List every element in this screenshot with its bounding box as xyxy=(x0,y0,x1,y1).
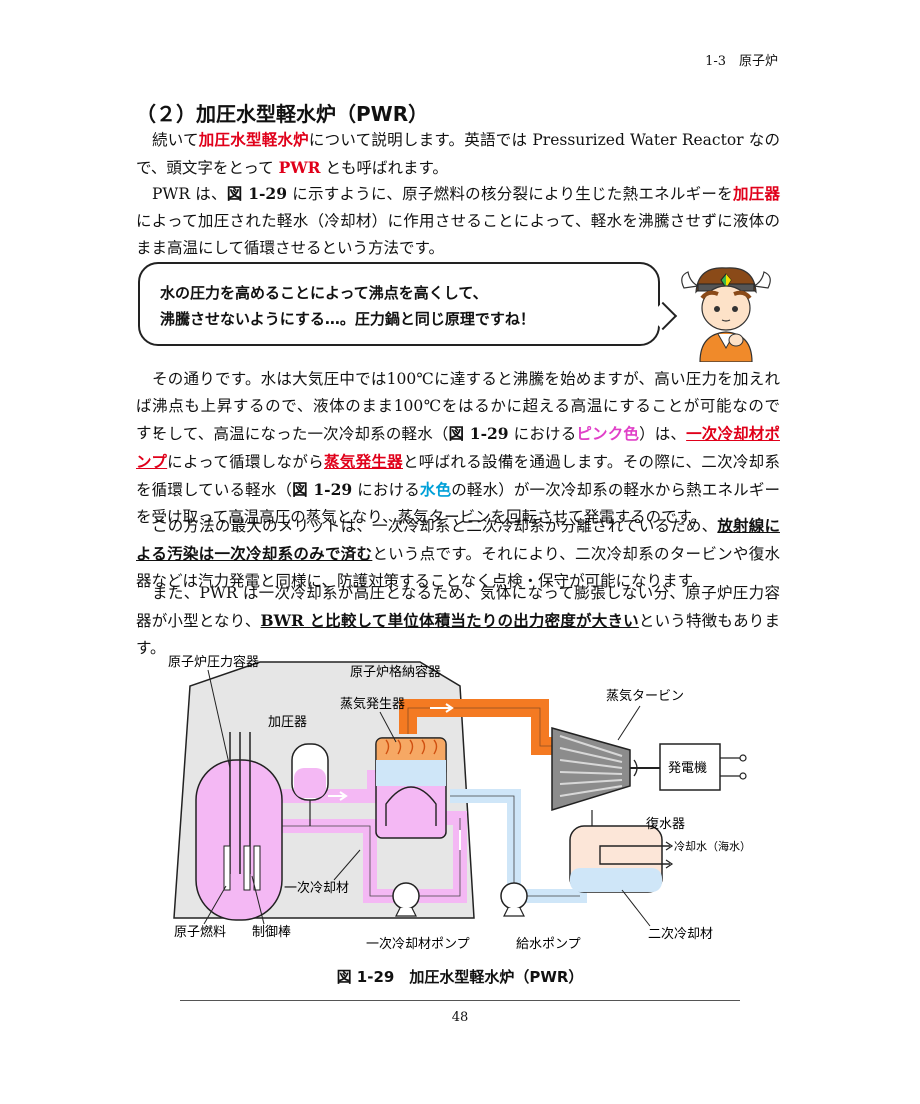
text: という特徴もあります。 xyxy=(136,612,780,657)
paragraph-4: そして、高温になった一次冷却系の軽水（図 1-29 におけるピンク色）は、一次冷… xyxy=(136,420,780,531)
term-steam-generator: 蒸気発生器 xyxy=(323,452,403,471)
text: 続いて xyxy=(152,131,199,149)
text: ）は、 xyxy=(639,425,687,443)
term-pressurizer: 加圧器 xyxy=(732,184,780,203)
paragraph-3: その通りです。水は大気圧中では100℃に達すると沸騰を始めますが、高い圧力を加え… xyxy=(136,370,780,442)
text: と呼ばれる設備を通過します。その際に、二次冷却系を循環している軽水（ xyxy=(136,453,780,499)
paragraph-6: また、PWR は一次冷却系が高圧となるため、気体になって膨張しない分、原子炉圧力… xyxy=(136,580,780,662)
primary-coolant-pump xyxy=(392,882,420,910)
label-rpv: 原子炉圧力容器 xyxy=(168,654,259,670)
pwr-diagram: 原子炉圧力容器 原子炉格納容器 蒸気発生器 加圧器 蒸気タービン 発電機 復水器… xyxy=(168,654,751,952)
label-turbine: 蒸気タービン xyxy=(606,688,684,704)
label-primary-pump: 一次冷却材ポンプ xyxy=(366,936,470,952)
feedwater-pump xyxy=(500,882,528,910)
character-mascot-icon xyxy=(681,267,771,362)
bubble-line-1: 水の圧力を高めることによって沸点を高くして、 xyxy=(160,284,488,302)
bubble-text: 水の圧力を高めることによって沸点を高くして、 沸騰させないようにする…。圧力鍋と… xyxy=(160,280,535,332)
figure-ref: 図 1-29 xyxy=(292,480,353,499)
figure-ref: 図 1-29 xyxy=(448,424,509,443)
text: によって循環しながら xyxy=(167,453,324,471)
label-cooling-water: 冷却水（海水） xyxy=(674,839,751,853)
text: に示すように、原子燃料の核分裂により生じた熱エネルギーを xyxy=(287,185,733,203)
label-containment: 原子炉格納容器 xyxy=(350,664,441,680)
text: について説明します。英語では Pressurized Water Reactor… xyxy=(136,131,780,177)
emphasis-power-density: BWR と比較して単位体積当たりの出力密度が大きい xyxy=(260,611,639,630)
text: とも呼ばれます。 xyxy=(320,159,448,177)
label-pressurizer: 加圧器 xyxy=(268,715,307,730)
page-number: 48 xyxy=(451,1010,469,1025)
text: という点です。それにより、二次冷却系のタービンや復水器などは汽力発電と同様に、防… xyxy=(136,545,780,590)
section-heading: （２）加圧水型軽水炉（PWR） xyxy=(136,102,429,126)
text: また、PWR は一次冷却系が高圧となるため、気体になって膨張しない分、原子炉圧力… xyxy=(136,584,780,630)
speech-bubble: 水の圧力を高めることによって沸点を高くして、 沸騰させないようにする…。圧力鍋と… xyxy=(138,262,660,346)
paragraph-2: PWR は、図 1-29 に示すように、原子燃料の核分裂により生じた熱エネルギー… xyxy=(136,180,780,262)
generator xyxy=(659,743,721,791)
emphasis-contamination: 放射線による汚染は一次冷却系のみで済む xyxy=(136,516,780,563)
term-pwr: 加圧水型軽水炉 xyxy=(198,130,309,149)
figure-caption: 図 1-29 加圧水型軽水炉（PWR） xyxy=(336,968,584,986)
running-header: 1-3 原子炉 xyxy=(705,54,778,69)
text: の軽水）が一次冷却系の軽水から熱エネルギーを受け取って高温高圧の蒸気となり、蒸気… xyxy=(136,481,780,526)
term-light-blue: 水色 xyxy=(419,480,452,499)
label-steam-generator: 蒸気発生器 xyxy=(340,696,405,712)
paragraph-1: 続いて加圧水型軽水炉について説明します。英語では Pressurized Wat… xyxy=(136,126,780,182)
text: PWR は、 xyxy=(152,185,227,203)
label-control-rod: 制御棒 xyxy=(252,925,291,940)
figure-ref: 図 1-29 xyxy=(226,184,287,203)
text: における xyxy=(352,481,420,499)
label-primary-coolant: 一次冷却材 xyxy=(284,880,349,896)
term-pwr-abbr: PWR xyxy=(278,158,321,177)
label-secondary-coolant: 二次冷却材 xyxy=(648,926,713,942)
label-condenser: 復水器 xyxy=(646,816,685,832)
label-feed-pump: 給水ポンプ xyxy=(516,937,581,952)
fuel-rod xyxy=(223,845,231,891)
term-primary-pump: 一次冷却材ポンプ xyxy=(136,424,780,471)
reactor-pressure-vessel xyxy=(195,759,283,921)
footer-rule xyxy=(180,1000,740,1001)
steam-turbine xyxy=(551,727,631,812)
label-generator: 発電機 xyxy=(668,761,707,776)
term-pink: ピンク色 xyxy=(576,424,640,443)
text: この方法の最大のメリットは、一次冷却系と二次冷却系が分離されているため、 xyxy=(152,517,718,535)
bubble-line-2: 沸騰させないようにする…。圧力鍋と同じ原理ですね！ xyxy=(160,310,535,328)
paragraph-5: この方法の最大のメリットは、一次冷却系と二次冷却系が分離されているため、放射線に… xyxy=(136,512,780,595)
text: によって加圧された軽水（冷却材）に作用させることによって、軽水を沸騰させずに液体… xyxy=(136,212,780,257)
label-fuel: 原子燃料 xyxy=(174,924,226,940)
text: における xyxy=(508,425,577,443)
text: そして、高温になった一次冷却系の軽水（ xyxy=(152,425,449,443)
